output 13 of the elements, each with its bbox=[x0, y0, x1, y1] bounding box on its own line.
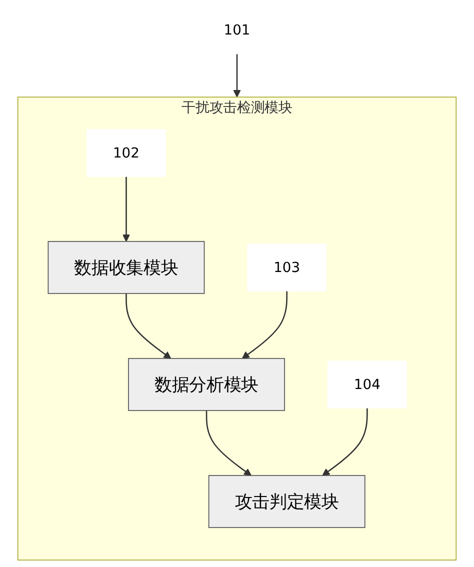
node-text: 101 bbox=[224, 22, 250, 38]
node-box: 数据分析模块 bbox=[128, 358, 285, 411]
node-box: 数据收集模块 bbox=[48, 241, 205, 294]
node-box: 104 bbox=[327, 360, 407, 408]
node-box: 102 bbox=[86, 129, 166, 177]
node-box: 103 bbox=[247, 244, 327, 292]
node-box: 攻击判定模块 bbox=[208, 475, 366, 528]
arrow bbox=[233, 54, 241, 98]
arrow bbox=[242, 290, 288, 359]
arrow bbox=[126, 293, 172, 359]
arrow bbox=[322, 408, 368, 476]
arrow bbox=[206, 410, 252, 476]
arrow bbox=[122, 176, 130, 242]
